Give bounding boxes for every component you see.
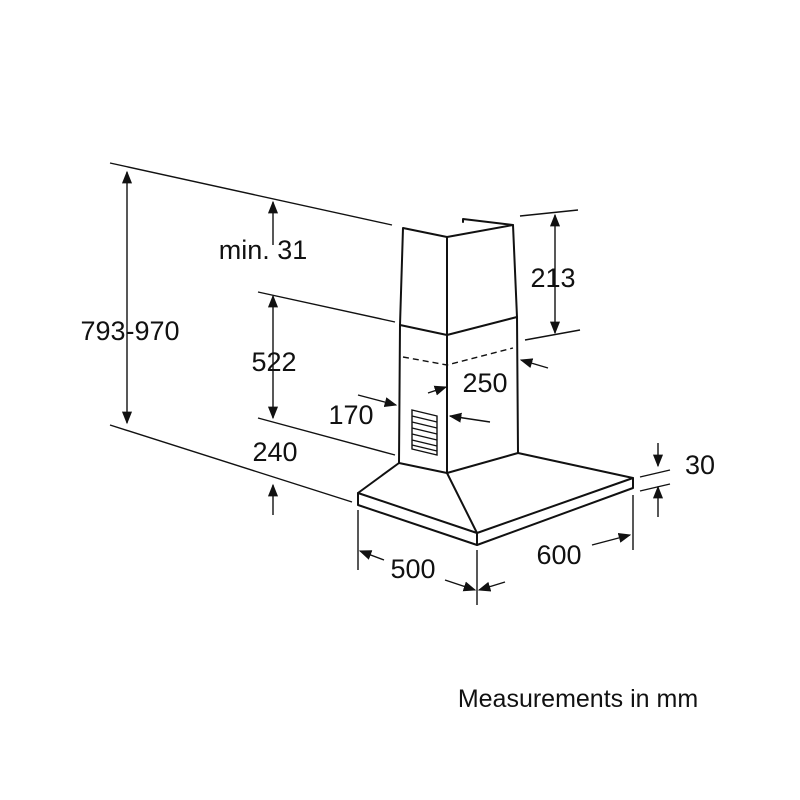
dimension-lines	[109, 162, 671, 605]
depth-label: 500	[390, 554, 435, 584]
total-height-label: 793-970	[80, 316, 179, 346]
lower-chimney-label: 213	[530, 263, 575, 293]
canopy-thickness-label: 30	[685, 450, 715, 480]
canopy-height-label: 240	[252, 437, 297, 467]
upper-chimney-label: 522	[251, 347, 296, 377]
caption: Measurements in mm	[458, 685, 698, 713]
min-gap-label: min. 31	[219, 235, 308, 265]
chimney-width-label: 250	[462, 368, 507, 398]
width-label: 600	[536, 540, 581, 570]
chimney-depth-label: 170	[328, 400, 373, 430]
grille-vent-icon	[411, 409, 438, 456]
hood-outline	[357, 218, 634, 546]
